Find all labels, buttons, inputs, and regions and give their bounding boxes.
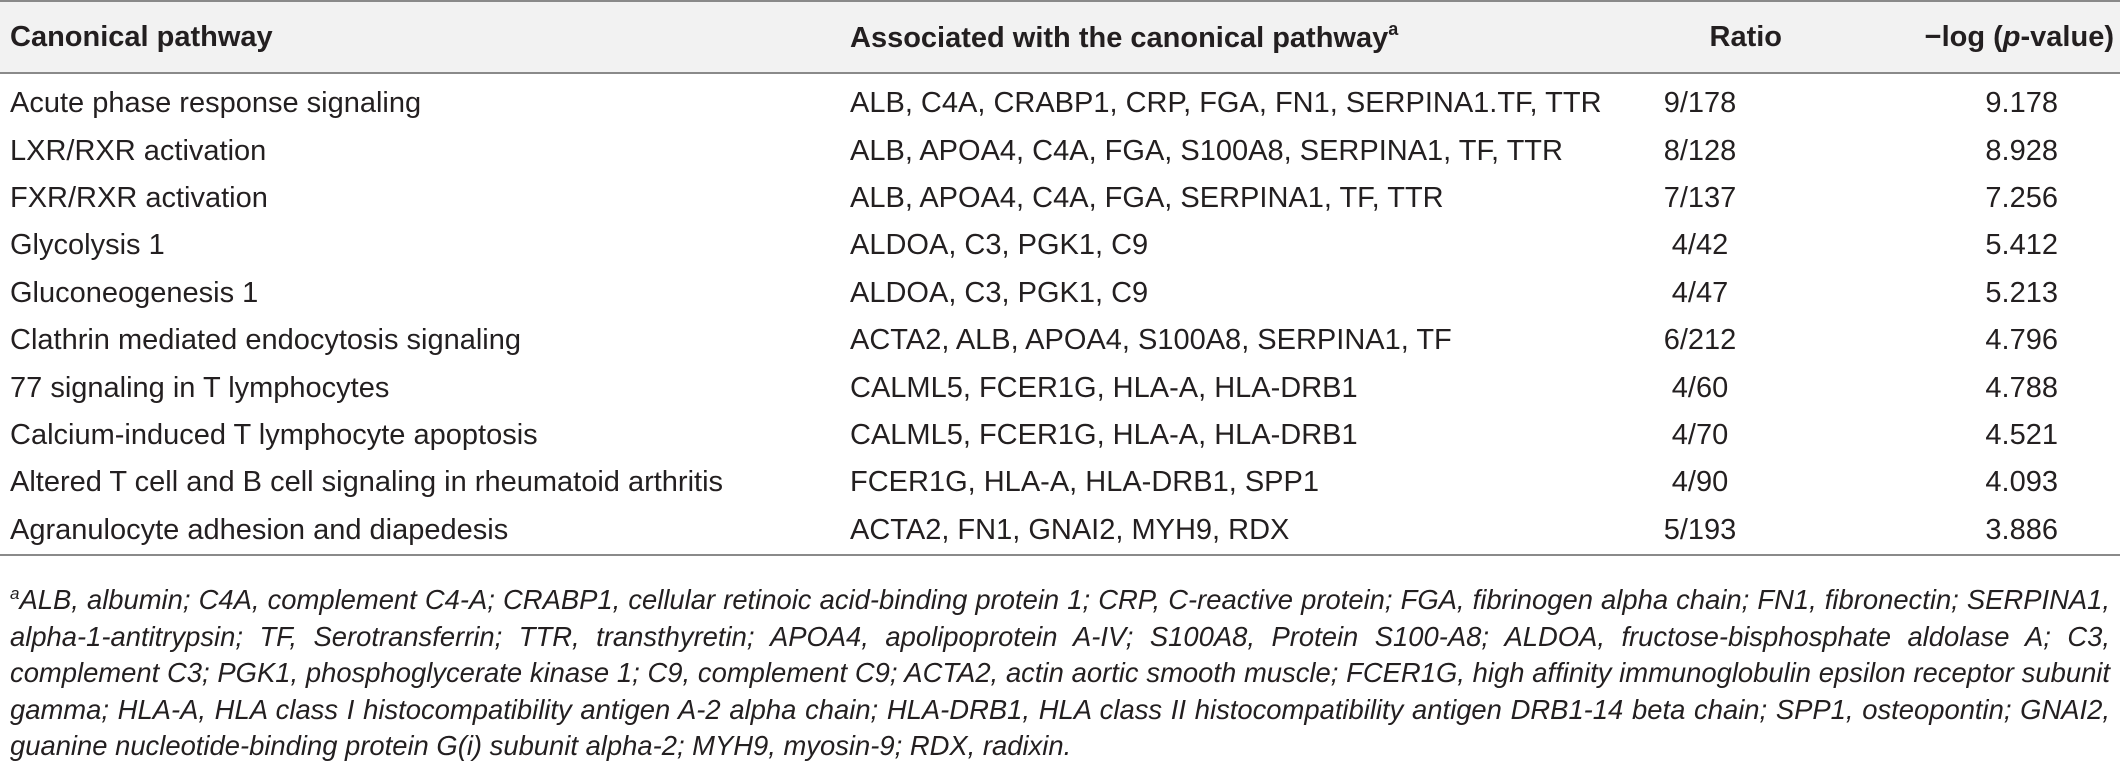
cell-ratio: 5/193 xyxy=(1663,513,1737,546)
header-associated-label: Associated with the canonical pathway xyxy=(850,22,1389,54)
header-associated: Associated with the canonical pathwaya xyxy=(840,1,1560,73)
header-canonical-pathway: Canonical pathway xyxy=(0,1,840,73)
cell-ratio: 4/47 xyxy=(1671,276,1729,309)
table-row: Calcium-induced T lymphocyte apoptosis CA… xyxy=(0,412,2120,459)
cell-pathway: FXR/RXR activation xyxy=(10,181,268,214)
header-row: Canonical pathway Associated with the ca… xyxy=(0,1,2120,73)
cell-pathway: Gluconeogenesis 1 xyxy=(10,276,259,309)
cell-logp: 4.521 xyxy=(1985,418,2058,451)
cell-ratio: 4/60 xyxy=(1671,371,1729,404)
cell-logp: 3.886 xyxy=(1985,513,2058,546)
header-logp-italic: p xyxy=(2002,20,2021,53)
cell-pathway: LXR/RXR activation xyxy=(10,134,267,167)
table-row: 77 signaling in T lymphocytes CALML5, FCE… xyxy=(0,364,2120,411)
cell-associated: ALDOA, C3, PGK1, C9 xyxy=(850,276,1149,309)
cell-associated: ALB, C4A, CRABP1, CRP, FGA, FN1, SERPINA… xyxy=(850,87,1602,120)
header-logp-suffix: -value) xyxy=(2020,20,2114,53)
cell-logp: 5.412 xyxy=(1985,229,2058,262)
cell-ratio: 9/178 xyxy=(1663,87,1737,120)
cell-pathway: Glycolysis 1 xyxy=(10,229,165,262)
cell-associated: CALML5, FCER1G, HLA-A, HLA-DRB1 xyxy=(850,418,1358,451)
cell-pathway: Clathrin mediated endocytosis signaling xyxy=(10,324,522,357)
cell-logp: 4.788 xyxy=(1985,371,2058,404)
table-row: Acute phase response signaling ALB, C4A, … xyxy=(0,73,2120,127)
header-logp: −log (p-value) xyxy=(1840,1,2120,73)
cell-logp: 4.796 xyxy=(1985,324,2058,357)
cell-associated: ACTA2, FN1, GNAI2, MYH9, RDX xyxy=(850,513,1290,546)
cell-ratio: 6/212 xyxy=(1663,324,1737,357)
cell-logp: 4.093 xyxy=(1985,466,2058,499)
cell-pathway: Acute phase response signaling xyxy=(10,87,422,120)
cell-ratio: 8/128 xyxy=(1663,134,1737,167)
cell-ratio: 4/90 xyxy=(1671,466,1729,499)
table-body: Acute phase response signaling ALB, C4A, … xyxy=(0,73,2120,555)
table-header: Canonical pathway Associated with the ca… xyxy=(0,1,2120,73)
cell-ratio: 4/70 xyxy=(1671,418,1729,451)
cell-ratio: 4/42 xyxy=(1671,229,1729,262)
pathway-table: Canonical pathway Associated with the ca… xyxy=(0,1,2120,555)
table-row: Altered T cell and B cell signaling in r… xyxy=(0,459,2120,506)
table-row: Clathrin mediated endocytosis signaling A… xyxy=(0,317,2120,364)
table-row: Agranulocyte adhesion and diapedesis ACTA… xyxy=(0,507,2120,555)
cell-associated: FCER1G, HLA-A, HLA-DRB1, SPP1 xyxy=(850,466,1319,499)
cell-pathway: Agranulocyte adhesion and diapedesis xyxy=(10,513,509,546)
footnote-text: ALB, albumin; C4A, complement C4-A; CRAB… xyxy=(10,584,2110,761)
header-canonical-pathway-label: Canonical pathway xyxy=(10,20,273,53)
table-row: Glycolysis 1 ALDOA, C3, PGK1, C9 4/42 5.412 xyxy=(0,222,2120,269)
cell-pathway: Altered T cell and B cell signaling in r… xyxy=(10,466,724,499)
cell-logp: 8.928 xyxy=(1985,134,2058,167)
cell-logp: 5.213 xyxy=(1985,276,2058,309)
table-row: Gluconeogenesis 1 ALDOA, C3, PGK1, C9 4/47… xyxy=(0,270,2120,317)
cell-associated: CALML5, FCER1G, HLA-A, HLA-DRB1 xyxy=(850,371,1358,404)
cell-associated: ALB, APOA4, C4A, FGA, S100A8, SERPINA1, … xyxy=(850,134,1563,167)
cell-associated: ALDOA, C3, PGK1, C9 xyxy=(850,229,1149,262)
header-logp-prefix: −log ( xyxy=(1924,20,2003,53)
table-row: FXR/RXR activation ALB, APOA4, C4A, FGA, … xyxy=(0,175,2120,222)
table-footnote: aALB, albumin; C4A, complement C4-A; CRA… xyxy=(10,576,2110,765)
cell-associated: ALB, APOA4, C4A, FGA, SERPINA1, TF, TTR xyxy=(850,181,1444,214)
footnote-marker: a xyxy=(10,584,20,603)
pathway-table-container: Canonical pathway Associated with the ca… xyxy=(0,1,2120,555)
cell-logp: 9.178 xyxy=(1985,87,2058,120)
header-footnote-marker: a xyxy=(1388,19,1399,39)
cell-pathway: Calcium-induced T lymphocyte apoptosis xyxy=(10,418,538,451)
cell-ratio: 7/137 xyxy=(1663,181,1737,214)
cell-associated: ACTA2, ALB, APOA4, S100A8, SERPINA1, TF xyxy=(850,324,1452,357)
header-ratio-label: Ratio xyxy=(1709,20,1783,53)
cell-pathway: 77 signaling in T lymphocytes xyxy=(10,371,390,404)
header-ratio: Ratio xyxy=(1560,1,1840,73)
table-row: LXR/RXR activation ALB, APOA4, C4A, FGA, … xyxy=(0,127,2120,174)
cell-logp: 7.256 xyxy=(1985,181,2058,214)
